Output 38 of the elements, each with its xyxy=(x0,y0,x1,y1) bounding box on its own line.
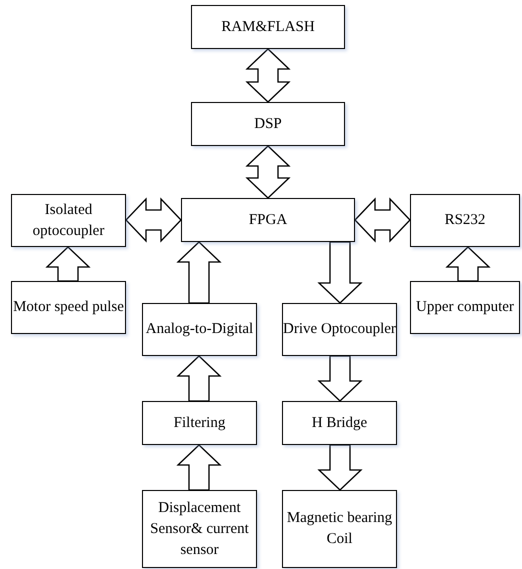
block-arrow xyxy=(317,241,363,304)
box-label: Upper computer xyxy=(416,298,514,317)
box-label: Magnetic bearing Coil xyxy=(286,509,394,549)
block-arrow xyxy=(245,48,291,103)
block-arrow xyxy=(176,444,222,491)
process-box xyxy=(191,102,345,146)
process-box xyxy=(282,401,397,445)
block-arrow xyxy=(445,246,491,282)
box-label: Isolated optocoupler xyxy=(32,200,106,240)
process-box xyxy=(142,490,257,568)
box-label: Displacement Sensor& current sensor xyxy=(149,498,250,560)
box-label: RS232 xyxy=(444,211,486,230)
block-arrow xyxy=(176,241,222,304)
block-arrow xyxy=(125,197,182,243)
box-label: FPGA xyxy=(248,210,288,230)
process-box xyxy=(191,5,345,49)
block-arrow xyxy=(317,444,363,491)
block-arrow xyxy=(45,246,91,282)
process-box xyxy=(142,303,257,356)
block-arrow xyxy=(245,145,291,199)
box-label: RAM&FLASH xyxy=(221,18,315,36)
process-box xyxy=(282,303,397,356)
process-box xyxy=(410,194,520,247)
process-box xyxy=(282,490,397,568)
box-label: Analog-to-Digital xyxy=(146,320,254,339)
box-label: DSP xyxy=(254,114,282,134)
process-box xyxy=(181,198,355,242)
box-label: Motor speed pulse xyxy=(13,298,124,317)
process-box xyxy=(11,194,126,247)
process-box xyxy=(142,401,257,445)
box-label: H Bridge xyxy=(312,414,368,432)
box-label: Filtering xyxy=(174,414,226,432)
process-box xyxy=(11,281,126,334)
block-arrow xyxy=(176,355,222,402)
block-arrow xyxy=(317,355,363,402)
box-label: Drive Optocoupler xyxy=(283,320,396,339)
process-box xyxy=(410,281,520,334)
block-arrow xyxy=(354,197,411,243)
